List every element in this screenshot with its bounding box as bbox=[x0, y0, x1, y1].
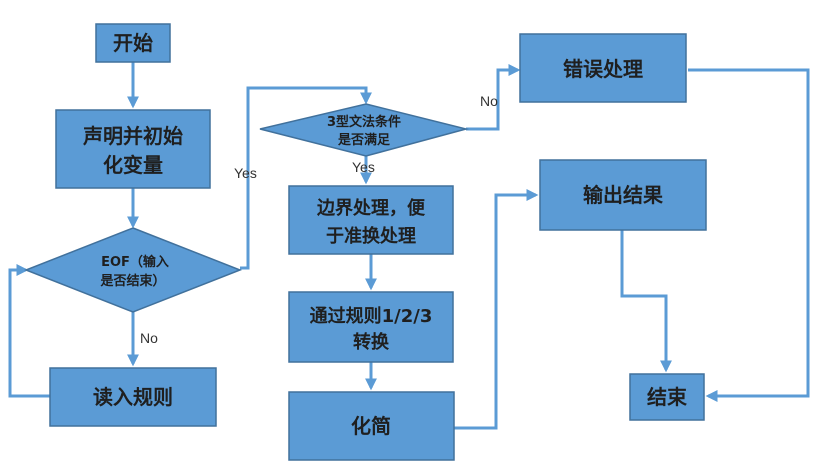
node-type3-decision bbox=[259, 103, 469, 157]
node-eof-label-line1: EOF（输入 bbox=[101, 254, 169, 270]
node-output-label: 输出结果 bbox=[583, 183, 663, 207]
node-end bbox=[629, 373, 705, 421]
node-type3-label-line2: 是否满足 bbox=[337, 132, 391, 148]
node-start-label: 开始 bbox=[113, 31, 153, 55]
edge-error-to-end bbox=[688, 68, 810, 402]
node-boundary-label-line2: 于准换处理 bbox=[326, 225, 416, 247]
edge-output-to-end bbox=[620, 230, 672, 373]
node-boundary bbox=[288, 185, 454, 255]
edge-read-to-eof-loop bbox=[8, 264, 50, 398]
node-error-label: 错误处理 bbox=[563, 57, 643, 81]
node-declare bbox=[55, 109, 211, 189]
edge-type3-to-error bbox=[466, 64, 521, 131]
edge-label-type3-no: No bbox=[480, 93, 498, 109]
node-declare-label-line2: 化变量 bbox=[103, 153, 163, 177]
edge-label-eof-no: No bbox=[140, 330, 158, 346]
node-eof-decision bbox=[23, 227, 243, 313]
edge-label-eof-yes: Yes bbox=[234, 165, 257, 181]
node-simplify bbox=[288, 391, 455, 461]
edge-simplify-to-output bbox=[454, 189, 539, 430]
edge-label-type3-yes: Yes bbox=[352, 159, 375, 175]
node-convert-label-line1: 通过规则1/2/3 bbox=[310, 305, 433, 327]
node-simplify-label: 化简 bbox=[351, 414, 391, 438]
node-start bbox=[95, 23, 171, 63]
node-end-label: 结束 bbox=[647, 385, 688, 409]
node-read-rules bbox=[49, 367, 217, 427]
node-error bbox=[519, 33, 687, 103]
node-boundary-label-line1: 边界处理，便 bbox=[316, 197, 426, 219]
edge-eof-to-type3 bbox=[240, 86, 372, 270]
node-type3-label-line1: 3型文法条件 bbox=[327, 114, 401, 130]
node-convert-label-line2: 转换 bbox=[353, 331, 390, 353]
node-eof-label-line2: 是否结束） bbox=[99, 273, 165, 289]
node-declare-label-line1: 声明并初始 bbox=[82, 124, 183, 148]
node-read-rules-label: 读入规则 bbox=[93, 385, 173, 409]
node-output bbox=[539, 159, 707, 231]
node-convert bbox=[288, 291, 454, 363]
